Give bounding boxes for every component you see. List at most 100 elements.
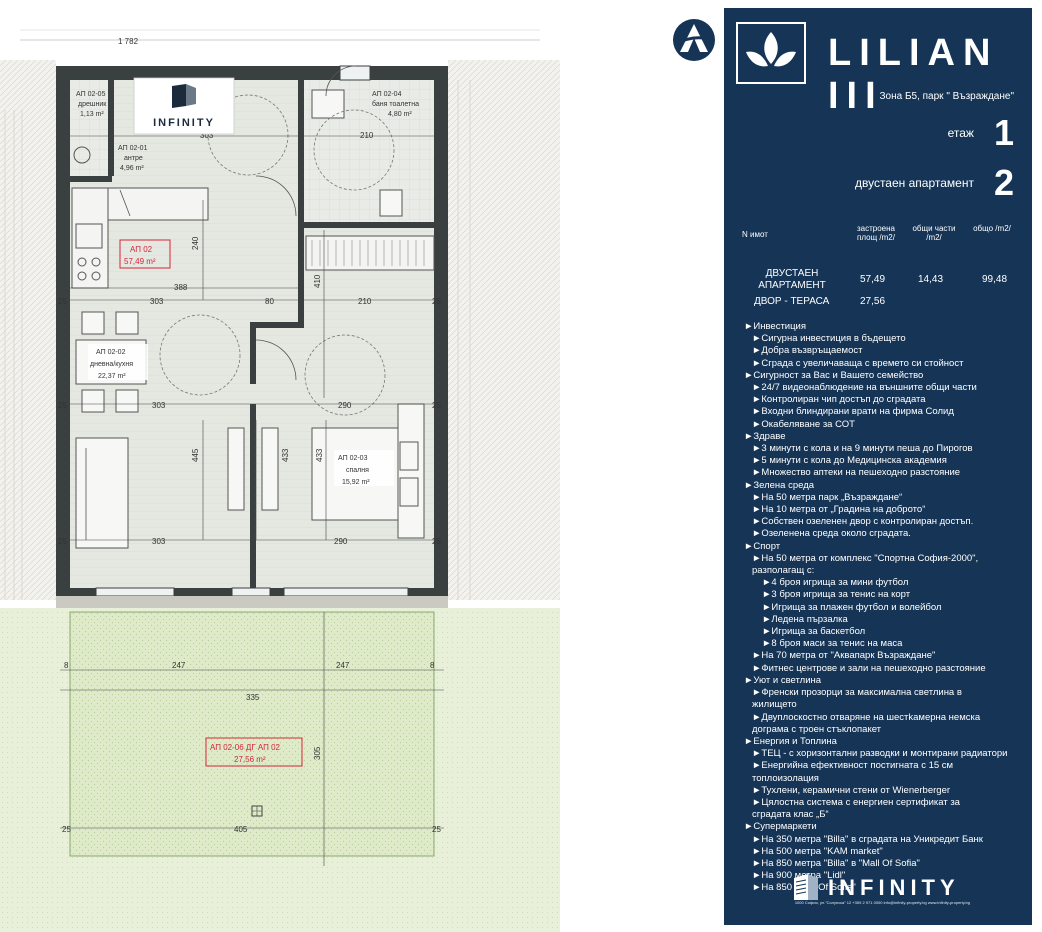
yard-terrace <box>69 611 435 857</box>
footer-brand-name: INFINITY <box>828 875 960 900</box>
feature-item: ►Озеленена среда около сградата. <box>752 528 911 540</box>
feature-item: ►Френски прозорци за максимална светлина… <box>752 687 962 699</box>
feature-item: ►3 броя игрища за тенис на корт <box>762 589 911 601</box>
dim-303-b: 303 <box>150 297 164 306</box>
dim-25-d: 25 <box>432 297 441 306</box>
dim-25-h: 25 <box>432 825 441 834</box>
dim-240: 240 <box>191 236 200 250</box>
svg-text:27,56 m²: 27,56 m² <box>234 755 266 764</box>
feature-item: ►Собствен озеленен двор с контролиран до… <box>752 516 974 528</box>
dim-290-a: 290 <box>338 401 352 410</box>
brand-name: LILIAN III <box>828 32 999 117</box>
dim-445: 445 <box>191 448 200 462</box>
dim-overall: 1 782 <box>118 37 139 46</box>
leaf-logo-icon <box>736 22 806 84</box>
dim-25-b: 25 <box>58 401 67 410</box>
floor-plan-drawing: 1 782 <box>0 29 560 932</box>
dim-25-e: 25 <box>432 401 441 410</box>
feature-item: ►Инвестиция <box>744 321 807 332</box>
feature-item: жилището <box>752 699 797 711</box>
info-panel: LILIAN III Зона Б5, парк " Възраждане" е… <box>724 8 1032 925</box>
apartment-label: АП 02 57,49 m² <box>119 239 171 269</box>
dim-25-a: 25 <box>58 297 67 306</box>
svg-text:1,13 m²: 1,13 m² <box>80 111 104 118</box>
feature-item: ►Двуплоскостно отваряне на шестkамерна н… <box>752 711 981 723</box>
feature-item: ►На 10 метра от „Градина на доброто“ <box>752 504 926 516</box>
svg-text:4,96 m²: 4,96 m² <box>120 165 144 172</box>
feature-item: ►5 минути с кола до Медицинска академия <box>752 455 947 467</box>
dim-290-b: 290 <box>334 537 348 546</box>
feature-item: ►На 900 метра "Lidl" <box>752 870 846 882</box>
plan-brand-logo: INFINITY <box>133 77 235 135</box>
feature-item: ►Сигурна инвестиция в бъдещето <box>752 333 906 345</box>
feature-item: дограма с троен стъклопакет <box>752 723 882 735</box>
svg-text:АП 02-02: АП 02-02 <box>96 349 126 356</box>
room-label-bathroom: АП 02-04 баня тоалетна 4,80 m² <box>372 91 419 118</box>
floor-label: етаж <box>947 126 974 140</box>
svg-text:АП 02: АП 02 <box>130 245 153 254</box>
feature-item: ►Контролиран чип достъп до сградата <box>752 394 926 406</box>
dim-303-a: 303 <box>200 131 214 140</box>
feature-item: ►Окабеляване за СОТ <box>752 418 855 430</box>
feature-item: ►4 броя игрища за мини футбол <box>762 577 909 589</box>
feature-item: ►Множество аптеки на пешеходно разстояни… <box>752 467 961 479</box>
dim-25-c: 25 <box>58 537 67 546</box>
dim-303-c: 303 <box>152 401 166 410</box>
feature-item: ►ТЕЦ - с хоризонтални разводки и монтира… <box>752 748 1008 760</box>
table-header-built: застроена площ /m2/ <box>857 224 895 242</box>
feature-item: ►Спорт <box>744 540 781 552</box>
svg-text:АП 02-03: АП 02-03 <box>338 455 368 462</box>
dim-210-b: 210 <box>358 297 372 306</box>
dim-335: 335 <box>246 693 260 702</box>
feature-item: ►На 70 метра от "Аквапарк Възраждане" <box>752 650 936 662</box>
feature-item: ►На 50 метра парк „Възраждане“ <box>752 491 903 503</box>
svg-text:дрешник: дрешник <box>78 101 107 108</box>
svg-text:4,80 m²: 4,80 m² <box>388 111 412 118</box>
svg-text:57,49 m²: 57,49 m² <box>124 257 156 266</box>
dim-8-b: 8 <box>430 661 435 670</box>
room-label-living: АП 02-02 дневна/кухня 22,37 m² <box>88 344 148 380</box>
dim-247-b: 247 <box>336 661 350 670</box>
table-row: ДВОР - ТЕРАСА 27,56 <box>754 296 886 307</box>
feature-item: ►Зелена среда <box>744 479 815 491</box>
feature-item: ►Сграда с увеличаваща с времето си стойн… <box>752 357 964 369</box>
feature-item: ►Енергия и Топлина <box>744 735 837 747</box>
feature-item: ►8 броя маси за тенис на маса <box>762 638 903 650</box>
dim-25-g: 25 <box>62 825 71 834</box>
dim-247-a: 247 <box>172 661 186 670</box>
svg-text:АП 02-04: АП 02-04 <box>372 91 402 98</box>
svg-text:спалня: спалня <box>346 467 369 474</box>
feature-item: ►На 500 метра "KAM market" <box>752 845 883 857</box>
yard-label: АП 02-06 ДГ АП 02 27,56 m² <box>205 737 303 767</box>
dim-303-d: 303 <box>152 537 166 546</box>
brand-header: LILIAN III <box>736 22 1028 117</box>
feature-item: ►Цялостна система с енергиен сертификат … <box>752 796 960 808</box>
feature-item: ►Супермаркети <box>744 821 817 833</box>
room-label-wardrobe: АП 02-05 дрешник 1,13 m² <box>76 91 107 118</box>
svg-text:INFINITY: INFINITY <box>153 117 215 129</box>
footer-brand: INFINITY 1000 София, ул."Солунска" 12 +3… <box>790 872 970 906</box>
feature-item: сградата клас „Б“ <box>752 809 829 821</box>
compass-logo-icon <box>673 19 715 61</box>
svg-text:22,37 m²: 22,37 m² <box>98 373 126 380</box>
floor-row: етаж 1 <box>948 112 1014 154</box>
dim-388: 388 <box>174 283 188 292</box>
floor-plan: 1 782 <box>0 29 560 932</box>
table-header-name: N имот <box>742 230 768 239</box>
type-value: 2 <box>993 162 1014 203</box>
dim-80: 80 <box>265 297 274 306</box>
feature-item: ►Уют и светлина <box>744 674 822 686</box>
dim-8-a: 8 <box>64 661 69 670</box>
type-label: двустаен апартамент <box>854 176 974 190</box>
feature-item: ►Входни блиндирани врати на фирма Солид <box>752 406 954 418</box>
feature-item: ►На 50 метра от комплекс "Спортна София-… <box>752 552 979 564</box>
table-header-total: общо /m2/ <box>973 224 1011 233</box>
svg-text:АП 02-05: АП 02-05 <box>76 91 106 98</box>
sofa <box>75 437 129 549</box>
feature-item: топлоизолация <box>752 772 819 784</box>
feature-item: ►Тухлени, керамични стени от Wienerberge… <box>752 784 951 796</box>
feature-item: ►Здраве <box>744 430 786 442</box>
dim-433-a: 433 <box>281 448 290 462</box>
features-list: ►Инвестиция►Сигурна инвестиция в бъдещет… <box>744 321 1016 895</box>
floor-value: 1 <box>993 112 1014 153</box>
